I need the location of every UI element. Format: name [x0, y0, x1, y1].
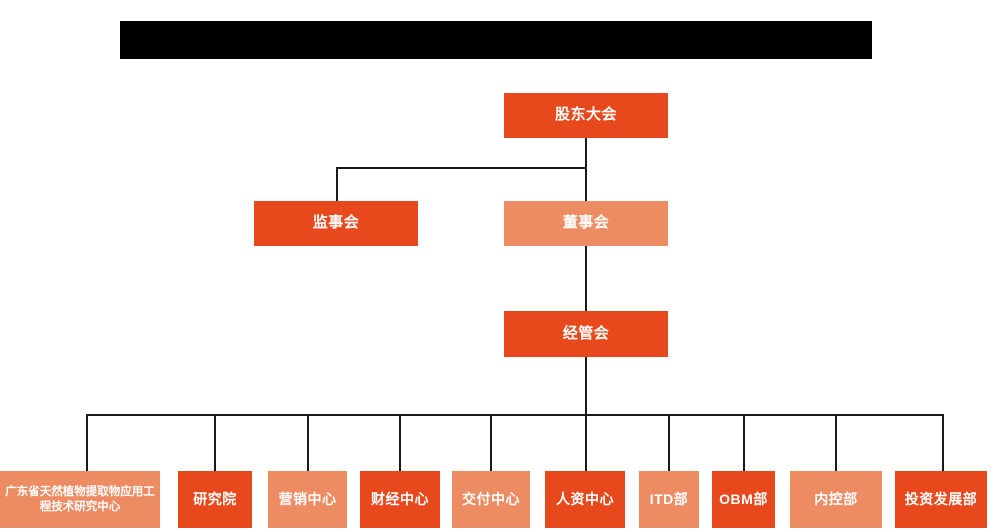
org-node-internal-control-label: 内控部	[814, 490, 858, 507]
connector-stub-hr	[585, 414, 587, 471]
org-node-finance[interactable]: 财经中心	[360, 471, 440, 528]
org-node-hr-label: 人资中心	[556, 490, 614, 507]
org-node-investment[interactable]: 投资发展部	[895, 471, 987, 528]
org-node-research-center[interactable]: 广东省天然植物提取物应用工程技术研究中心	[0, 471, 160, 528]
org-node-supervisors-label: 监事会	[312, 214, 360, 232]
org-node-supervisors[interactable]: 监事会	[254, 201, 418, 246]
connector-stub-directors	[585, 167, 587, 201]
connector-management-down	[585, 357, 587, 416]
connector-stub-internal-control	[835, 414, 837, 471]
org-node-shareholders[interactable]: 股东大会	[504, 93, 668, 138]
org-node-marketing-label: 营销中心	[278, 490, 337, 507]
connector-stub-itd	[668, 414, 670, 471]
connector-stub-finance	[399, 414, 401, 471]
connector-bus-level4	[87, 414, 944, 416]
org-node-research-center-label: 广东省天然植物提取物应用工程技术研究中心	[5, 486, 155, 513]
connector-stub-research-center	[86, 414, 88, 471]
org-node-management[interactable]: 经管会	[504, 311, 668, 357]
org-node-institute[interactable]: 研究院	[178, 471, 252, 528]
org-node-marketing[interactable]: 营销中心	[268, 471, 347, 528]
connector-stub-supervisors	[336, 167, 338, 201]
org-node-delivery[interactable]: 交付中心	[452, 471, 530, 528]
redacted-title-bar	[120, 21, 872, 59]
org-node-investment-label: 投资发展部	[904, 490, 978, 507]
connector-stub-delivery	[490, 414, 492, 471]
org-node-management-label: 经管会	[562, 324, 610, 342]
connector-stub-marketing	[307, 414, 309, 471]
connector-stub-investment	[942, 414, 944, 471]
org-node-obm[interactable]: OBM部	[712, 471, 775, 528]
connector-stub-obm	[743, 414, 745, 471]
org-node-finance-label: 财经中心	[371, 490, 429, 507]
org-node-directors-label: 董事会	[562, 214, 610, 232]
connector-bus-level2	[336, 167, 587, 169]
org-node-obm-label: OBM部	[719, 490, 768, 507]
org-node-directors[interactable]: 董事会	[504, 201, 668, 246]
org-node-itd-label: ITD部	[649, 490, 689, 507]
connector-shareholders-down	[585, 138, 587, 168]
org-node-itd[interactable]: ITD部	[639, 471, 699, 528]
connector-directors-management	[585, 242, 587, 311]
connector-stub-institute	[214, 414, 216, 471]
org-node-institute-label: 研究院	[193, 490, 237, 507]
org-node-shareholders-label: 股东大会	[554, 106, 617, 124]
org-node-hr[interactable]: 人资中心	[545, 471, 625, 528]
org-node-delivery-label: 交付中心	[462, 490, 520, 507]
org-node-internal-control[interactable]: 内控部	[790, 471, 882, 528]
